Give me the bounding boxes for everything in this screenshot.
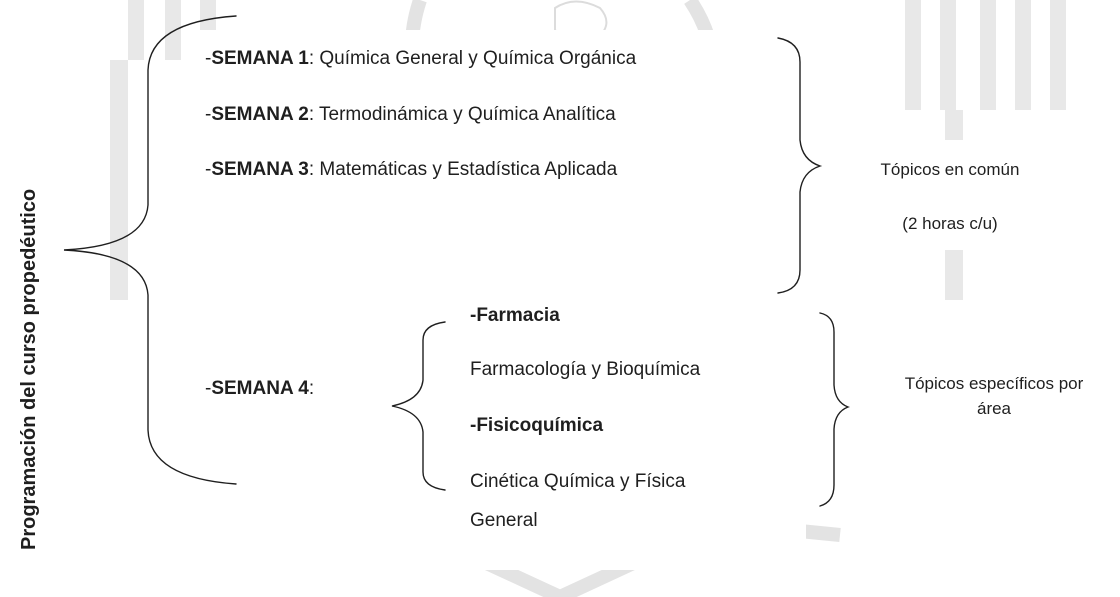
week-label: SEMANA 4 [211,378,309,399]
week-label: SEMANA 3 [211,159,309,180]
specific-note-line1: Tópicos específicos por [904,374,1084,393]
area-fisicoquimica-topics-line2: General [470,510,538,531]
week-prefix: - [205,104,212,125]
week4-options-brace [391,321,446,491]
specific-topics-panel [196,300,806,570]
common-note-line2: (2 horas c/u) [902,214,998,233]
specific-note-line2: área [976,399,1012,418]
area-fisicoquimica-title: -Fisicoquímica [470,415,604,436]
week-3-item: -SEMANA 3: Matemáticas y Estadística Apl… [205,158,617,182]
week-4-item: -SEMANA 4: [205,377,314,401]
week-topic: : Matemáticas y Estadística Aplicada [308,159,618,180]
main-left-brace [63,15,237,485]
week-suffix: : [308,378,315,399]
week-label: SEMANA 2 [211,104,309,125]
common-note-line1: Tópicos en común [880,160,1020,179]
common-topics-brace [777,37,823,294]
area-fisicoquimica-topics-line1: Cinética Química y Física [470,471,686,492]
area-farmacia-topics: Farmacología y Bioquímica [470,359,701,380]
common-note-panel [840,140,1070,250]
week-prefix: - [205,378,212,399]
specific-note-panel [870,345,1120,465]
area-farmacia-title: -Farmacia [470,305,560,326]
specific-topics-brace [819,312,850,507]
week-prefix: - [205,159,212,180]
week-prefix: - [205,48,212,69]
common-topics-panel [196,30,806,300]
week-topic: : Termodinámica y Química Analítica [308,104,616,125]
vertical-program-title: Programación del curso propedéutico [18,188,40,550]
week-label: SEMANA 1 [211,48,309,69]
week-1-item: -SEMANA 1: Química General y Química Org… [205,47,636,71]
week-topic: : Química General y Química Orgánica [308,48,637,69]
week-2-item: -SEMANA 2: Termodinámica y Química Analí… [205,103,616,127]
